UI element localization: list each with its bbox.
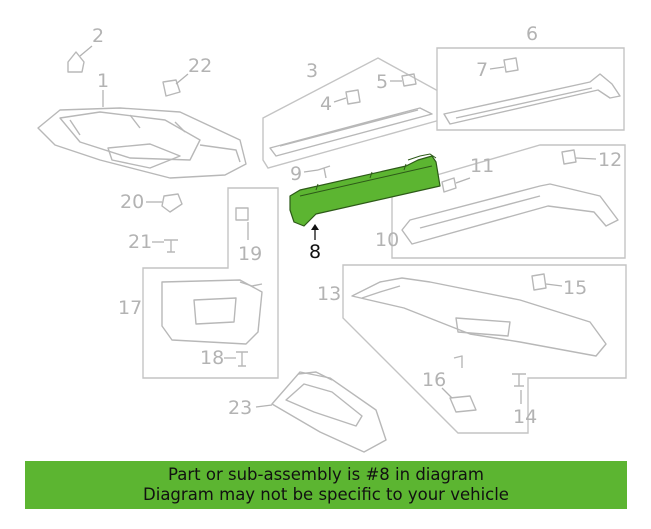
part-6-pillar-trim xyxy=(443,73,621,125)
callout-21: 21 xyxy=(128,231,152,253)
callout-18: 18 xyxy=(200,347,224,369)
callout-6: 6 xyxy=(526,23,538,45)
part-4-clip xyxy=(345,89,361,105)
panel-6-7 xyxy=(436,47,625,131)
leader-16 xyxy=(441,387,453,399)
leader-9 xyxy=(303,169,319,173)
part-12-clip xyxy=(561,149,577,165)
banner-line-2: Diagram may not be specific to your vehi… xyxy=(143,485,509,504)
part-9-screw xyxy=(317,165,331,179)
callout-12: 12 xyxy=(598,149,622,171)
leader-2 xyxy=(79,45,93,57)
callout-15: 15 xyxy=(563,277,587,299)
panel-17-18-19 xyxy=(142,187,279,379)
part-15-clip xyxy=(531,273,547,291)
part-18-screw xyxy=(236,351,248,367)
part-8-highlighted-trim xyxy=(289,153,441,227)
callout-1: 1 xyxy=(97,70,109,92)
part-3-sill-trim xyxy=(269,107,433,157)
part-21-screw xyxy=(164,239,178,253)
callout-5: 5 xyxy=(376,71,388,93)
panel-13-14-15-16 xyxy=(342,264,627,434)
callout-3: 3 xyxy=(306,60,318,82)
part-10-pillar-trim xyxy=(401,183,619,245)
banner-line-1: Part or sub-assembly is #8 in diagram xyxy=(168,465,484,484)
part-5-clip xyxy=(401,73,417,87)
leader-22 xyxy=(175,73,189,85)
leader-12 xyxy=(575,157,597,160)
callout-23: 23 xyxy=(228,397,252,419)
part-14-clip xyxy=(512,373,526,387)
callout-14: 14 xyxy=(513,406,537,428)
leader-15 xyxy=(545,283,563,287)
part-16-lamp xyxy=(449,355,477,413)
callout-22: 22 xyxy=(188,55,212,77)
part-22-clip xyxy=(162,79,181,97)
leader-23 xyxy=(255,404,273,408)
callout-2: 2 xyxy=(92,25,104,47)
leader-11 xyxy=(455,177,471,184)
panel-10-11-12 xyxy=(391,144,626,259)
part-7-clip xyxy=(503,57,519,73)
callout-17: 17 xyxy=(118,297,142,319)
leader-8-arrowhead xyxy=(311,224,319,230)
part-11-clip xyxy=(441,177,457,193)
callout-16: 16 xyxy=(422,369,446,391)
callout-10: 10 xyxy=(375,229,399,251)
callout-11: 11 xyxy=(470,155,494,177)
leader-4 xyxy=(333,97,347,103)
part-1-headliner xyxy=(37,107,247,179)
part-19-clip xyxy=(235,207,249,221)
leader-7 xyxy=(489,66,505,70)
part-2-clip xyxy=(67,51,85,73)
callout-20: 20 xyxy=(120,191,144,213)
callout-13: 13 xyxy=(317,283,341,305)
info-banner: Part or sub-assembly is #8 in diagram Di… xyxy=(25,461,627,509)
callout-9: 9 xyxy=(290,163,302,185)
callout-7: 7 xyxy=(476,59,488,81)
part-17-sun-visor xyxy=(161,279,263,345)
part-23-dome-lamp xyxy=(271,371,387,453)
callout-4: 4 xyxy=(320,93,332,115)
part-13-rear-trim xyxy=(351,277,607,357)
callout-8: 8 xyxy=(309,241,321,263)
callout-19: 19 xyxy=(238,243,262,265)
part-20-clip xyxy=(161,193,183,213)
